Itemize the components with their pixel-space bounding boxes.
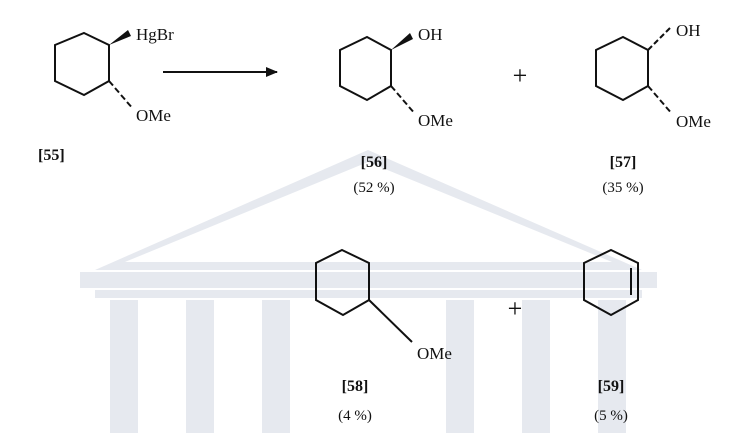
yield-56: (52 %)	[353, 180, 394, 196]
plus-sign: +	[513, 61, 528, 90]
substituent-hgbr: HgBr	[136, 25, 174, 44]
yield-57: (35 %)	[602, 180, 643, 196]
compound-label-58: [58]	[342, 378, 369, 395]
compound-59-structure	[583, 248, 639, 317]
substituent-oh: OH	[418, 25, 443, 44]
compound-label-59: [59]	[598, 378, 625, 395]
yield-59: (5 %)	[594, 408, 628, 424]
compound-55-structure: HgBr OMe	[54, 25, 174, 125]
substituent-ome: OMe	[136, 106, 171, 125]
substituent-ome: OMe	[418, 111, 453, 130]
yield-58: (4 %)	[338, 408, 372, 424]
substituent-ome: OMe	[417, 344, 452, 363]
compound-label-57: [57]	[610, 154, 637, 171]
plus-sign: +	[508, 294, 523, 323]
compound-label-56: [56]	[361, 154, 388, 171]
watermark-building	[80, 150, 657, 433]
substituent-ome: OMe	[676, 112, 711, 131]
compound-label-55: [55]	[38, 147, 65, 164]
compound-58-structure: OMe	[315, 248, 452, 363]
compound-57-structure: OH OMe	[595, 21, 711, 131]
compound-56-structure: OH OMe	[339, 25, 453, 130]
substituent-oh: OH	[676, 21, 701, 40]
